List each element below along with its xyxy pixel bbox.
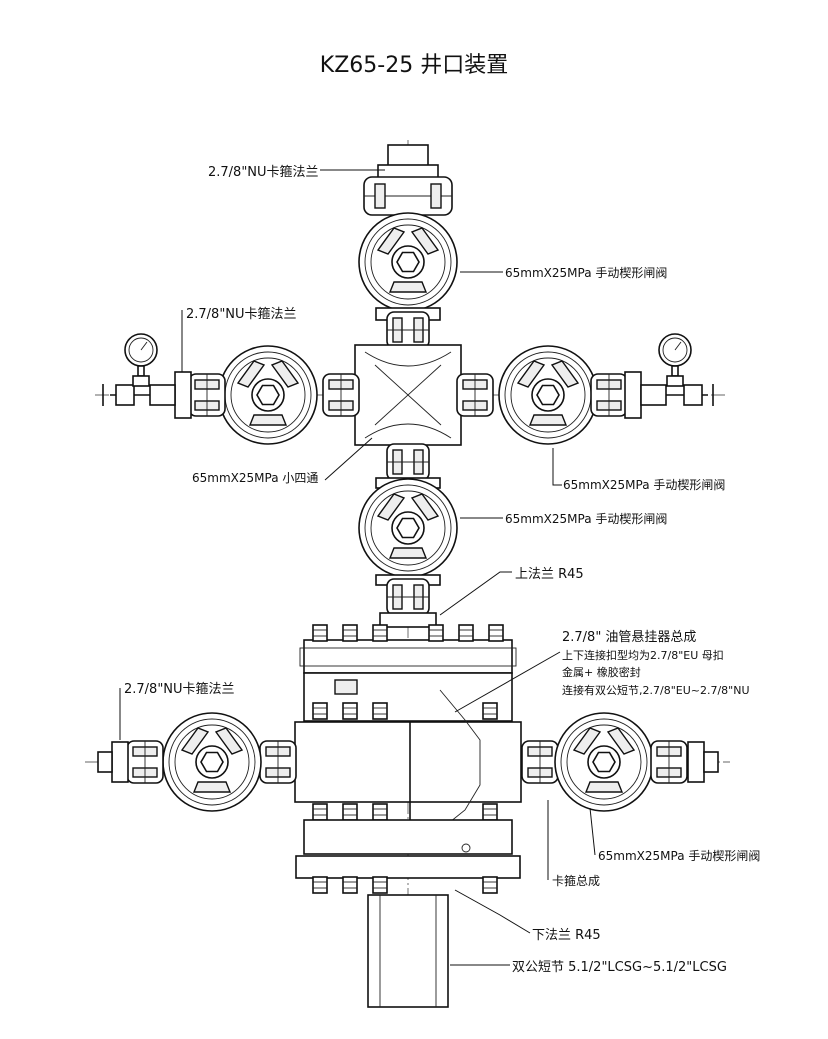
- label-hanger-4: 连接有双公短节,2.7/8"EU~2.7/8"NU: [562, 683, 750, 697]
- lower-left-gate-valve: [162, 712, 262, 812]
- label-double-nipple: 双公短节 5.1/2"LCSG~5.1/2"LCSG: [512, 960, 727, 975]
- upper-left-wing: [102, 333, 360, 445]
- leader-lines: [119, 169, 596, 966]
- middle-gate-valve: [358, 478, 458, 578]
- lower-right-gate-valve: [554, 712, 654, 812]
- label-left-flange: 2.7/8"NU卡箍法兰: [186, 306, 297, 322]
- lower-right-wing: [521, 712, 719, 812]
- upper-right-pressure-gauge: [658, 333, 692, 387]
- label-cross: 65mmX25MPa 小四通: [192, 471, 318, 485]
- top-gate-valve: [358, 212, 458, 312]
- label-upper-flange: 上法兰 R45: [515, 567, 584, 582]
- upper-flange: [303, 639, 513, 674]
- label-right-valve: 65mmX25MPa 手动楔形闸阀: [563, 478, 725, 492]
- label-hanger-3: 金属+ 橡胶密封: [562, 665, 641, 679]
- upper-right-wing: [456, 333, 714, 445]
- upper-right-gate-valve: [498, 345, 598, 445]
- label-top-valve: 65mmX25MPa 手动楔形闸阀: [505, 266, 667, 280]
- page-title: KZ65-25 井口装置: [320, 53, 508, 78]
- upper-left-pressure-gauge: [124, 333, 158, 387]
- label-mid-valve: 65mmX25MPa 手动楔形闸阀: [505, 512, 667, 526]
- label-lower-flange: 下法兰 R45: [532, 928, 601, 943]
- label-hanger-1: 2.7/8" 油管悬挂器总成: [562, 630, 696, 645]
- label-top-flange: 2.7/8"NU卡箍法兰: [208, 164, 319, 180]
- title-group: KZ65-25 井口装置: [320, 53, 508, 78]
- label-lower-right-valve: 65mmX25MPa 手动楔形闸阀: [598, 849, 760, 863]
- label-lower-left-flange: 2.7/8"NU卡箍法兰: [124, 681, 235, 697]
- tubing-head: [294, 624, 522, 1008]
- top-cap: [387, 144, 429, 168]
- hold-down-screw: [334, 679, 358, 695]
- label-hanger-2: 上下连接扣型均为2.7/8"EU 母扣: [562, 648, 724, 662]
- upper-left-gate-valve: [218, 345, 318, 445]
- double-pin-nipple: [367, 894, 449, 1008]
- christmas-tree-vertical: [354, 144, 462, 628]
- lower-flange: [295, 855, 521, 879]
- tubing-head-body: [294, 721, 522, 803]
- lower-left-wing: [97, 712, 297, 812]
- callout-labels: 2.7/8"NU卡箍法兰 65mmX25MPa 手动楔形闸阀 2.7/8"NU卡…: [124, 164, 760, 975]
- label-clamp: 卡箍总成: [552, 873, 600, 888]
